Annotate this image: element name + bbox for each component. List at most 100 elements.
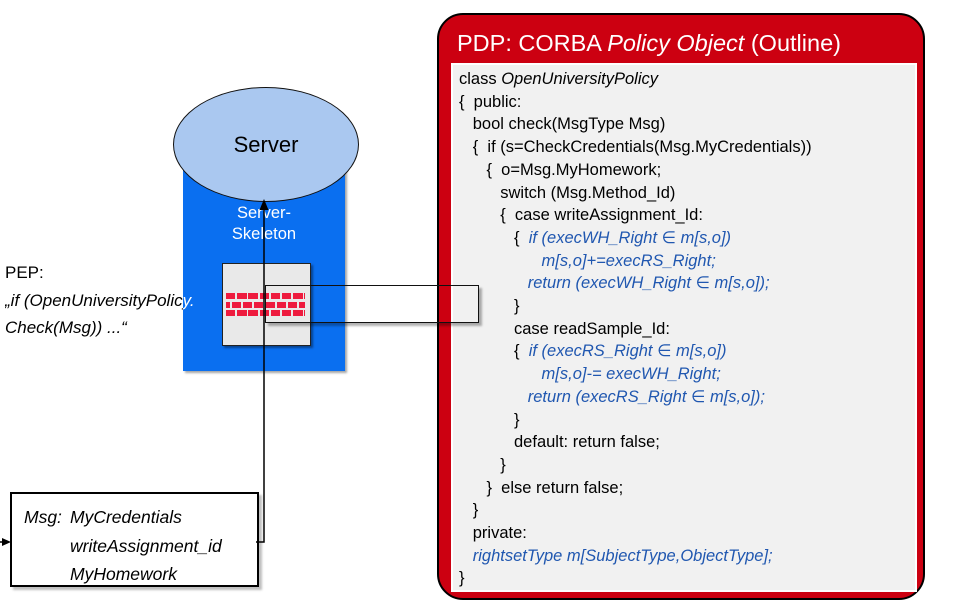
pep-line-3: Check(Msg)) ...“ xyxy=(5,318,127,337)
code-line: } xyxy=(459,454,915,477)
code-line: } else return false; xyxy=(459,477,915,500)
brick xyxy=(237,310,247,317)
msg-value: MyHomework xyxy=(70,564,177,584)
brick xyxy=(226,310,236,317)
code-line: default: return false; xyxy=(459,431,915,454)
brick xyxy=(298,301,305,308)
text-segment: case readSample_Id: xyxy=(459,319,670,338)
text-segment: m[s,o]+=execRS_Right; xyxy=(541,251,716,270)
pep-pdp-connector-rect xyxy=(265,285,479,323)
server-skeleton-label: Server- Skeleton xyxy=(183,203,345,245)
code-line: { if (execWH_Right ∈ m[s,o]) xyxy=(459,227,915,250)
text-segment: { xyxy=(459,342,529,361)
text-segment: } xyxy=(459,297,520,316)
code-line: } xyxy=(459,409,915,432)
brick xyxy=(282,310,292,317)
text-segment: Policy Object xyxy=(607,30,745,56)
brick xyxy=(293,310,303,317)
text-segment: { o=Msg.MyHomework; xyxy=(459,160,662,179)
brick xyxy=(287,301,298,308)
text-segment: switch (Msg.Method_Id) xyxy=(459,183,676,202)
code-line: { case writeAssignment_Id: xyxy=(459,204,915,227)
brick xyxy=(282,293,292,300)
pep-line-2-white-part: „if (OpenUniversityPolicy. xyxy=(183,290,195,310)
code-line: { o=Msg.MyHomework; xyxy=(459,159,915,182)
brick xyxy=(270,293,281,300)
code-line: m[s,o]-= execWH_Right; xyxy=(459,363,915,386)
code-line: return (execRS_Right ∈ m[s,o]); xyxy=(459,386,915,409)
msg-label: Msg: xyxy=(24,507,62,527)
server-label: Server xyxy=(233,131,299,157)
code-line: bool check(MsgType Msg) xyxy=(459,113,915,136)
text-segment: } xyxy=(459,455,506,474)
pep-line-1: PEP: xyxy=(5,263,44,282)
brick xyxy=(304,310,305,317)
text-segment: { public: xyxy=(459,92,522,111)
text-segment: return (execWH_Right ∈ m[s,o]); xyxy=(527,274,770,293)
text-segment: PDP: CORBA xyxy=(457,30,608,56)
code-line: m[s,o]+=execRS_Right; xyxy=(459,250,915,273)
pdp-code-panel: class OpenUniversityPolicy{ public: bool… xyxy=(451,63,917,592)
pep-line-2-black-part: „if (OpenUniversityPolicy. xyxy=(5,290,183,310)
code-line: case readSample_Id: xyxy=(459,318,915,341)
brick xyxy=(293,293,303,300)
text-segment: if (execWH_Right ∈ m[s,o]) xyxy=(528,228,732,247)
text-segment: rightsetType m[SubjectType,ObjectType]; xyxy=(472,546,773,565)
text-segment: if (execRS_Right ∈ m[s,o]) xyxy=(528,342,727,361)
code-line: { if (s=CheckCredentials(Msg.MyCredentia… xyxy=(459,136,915,159)
pep-line-2-white-clip: „if (OpenUniversityPolicy. xyxy=(183,287,245,315)
brick xyxy=(226,293,236,300)
server-skeleton-label-line1: Server- xyxy=(236,204,292,222)
pep-annotation: PEP: „if (OpenUniversityPolicy. „if (Ope… xyxy=(5,259,245,342)
text-segment: } else return false; xyxy=(459,478,624,497)
code-line: } xyxy=(459,295,915,318)
code-line: } xyxy=(459,499,915,522)
text-segment xyxy=(459,252,542,270)
msg-value: MyCredentials xyxy=(70,507,182,527)
text-segment xyxy=(459,365,542,383)
text-segment xyxy=(459,388,528,406)
code-line: { public: xyxy=(459,91,915,114)
brick xyxy=(248,310,258,317)
brick xyxy=(270,310,281,317)
server-ellipse: Server xyxy=(173,87,359,202)
code-line: } xyxy=(459,567,915,590)
text-segment: private: xyxy=(459,524,527,543)
text-segment: } xyxy=(459,569,465,588)
text-segment: (Outline) xyxy=(744,30,841,56)
brick xyxy=(254,301,264,308)
code-line: rightsetType m[SubjectType,ObjectType]; xyxy=(459,545,915,568)
pep-line-2: „if (OpenUniversityPolicy. „if (OpenUniv… xyxy=(5,287,245,315)
brick xyxy=(265,301,275,308)
text-segment: bool check(MsgType Msg) xyxy=(459,115,666,134)
text-segment: m[s,o]-= execWH_Right; xyxy=(541,365,721,384)
brick xyxy=(226,301,230,308)
code-line: { if (execRS_Right ∈ m[s,o]) xyxy=(459,340,915,363)
text-segment xyxy=(459,547,473,565)
code-line: private: xyxy=(459,522,915,545)
text-segment: { xyxy=(459,228,529,247)
pdp-code: class OpenUniversityPolicy{ public: bool… xyxy=(453,65,915,590)
pdp-title: PDP: CORBA Policy Object (Outline) xyxy=(457,30,841,57)
text-segment: { if (s=CheckCredentials(Msg.MyCredentia… xyxy=(459,138,812,157)
server-skeleton-label-line2: Skeleton xyxy=(231,225,297,243)
code-line: class OpenUniversityPolicy xyxy=(459,68,915,91)
brick xyxy=(237,293,247,300)
msg-value: writeAssignment_id xyxy=(70,535,222,556)
text-segment: default: return false; xyxy=(459,433,660,452)
code-line: switch (Msg.Method_Id) xyxy=(459,182,915,205)
brick xyxy=(276,301,286,308)
code-line: return (execWH_Right ∈ m[s,o]); xyxy=(459,272,915,295)
text-segment: return (execRS_Right ∈ m[s,o]); xyxy=(527,387,765,406)
brick xyxy=(231,301,242,308)
text-segment: } xyxy=(459,410,520,429)
text-segment: OpenUniversityPolicy xyxy=(501,70,658,88)
text-segment: } xyxy=(459,501,479,520)
text-segment: { case writeAssignment_Id: xyxy=(459,206,703,225)
brick xyxy=(242,301,253,308)
brick xyxy=(248,293,258,300)
brick xyxy=(304,293,305,300)
